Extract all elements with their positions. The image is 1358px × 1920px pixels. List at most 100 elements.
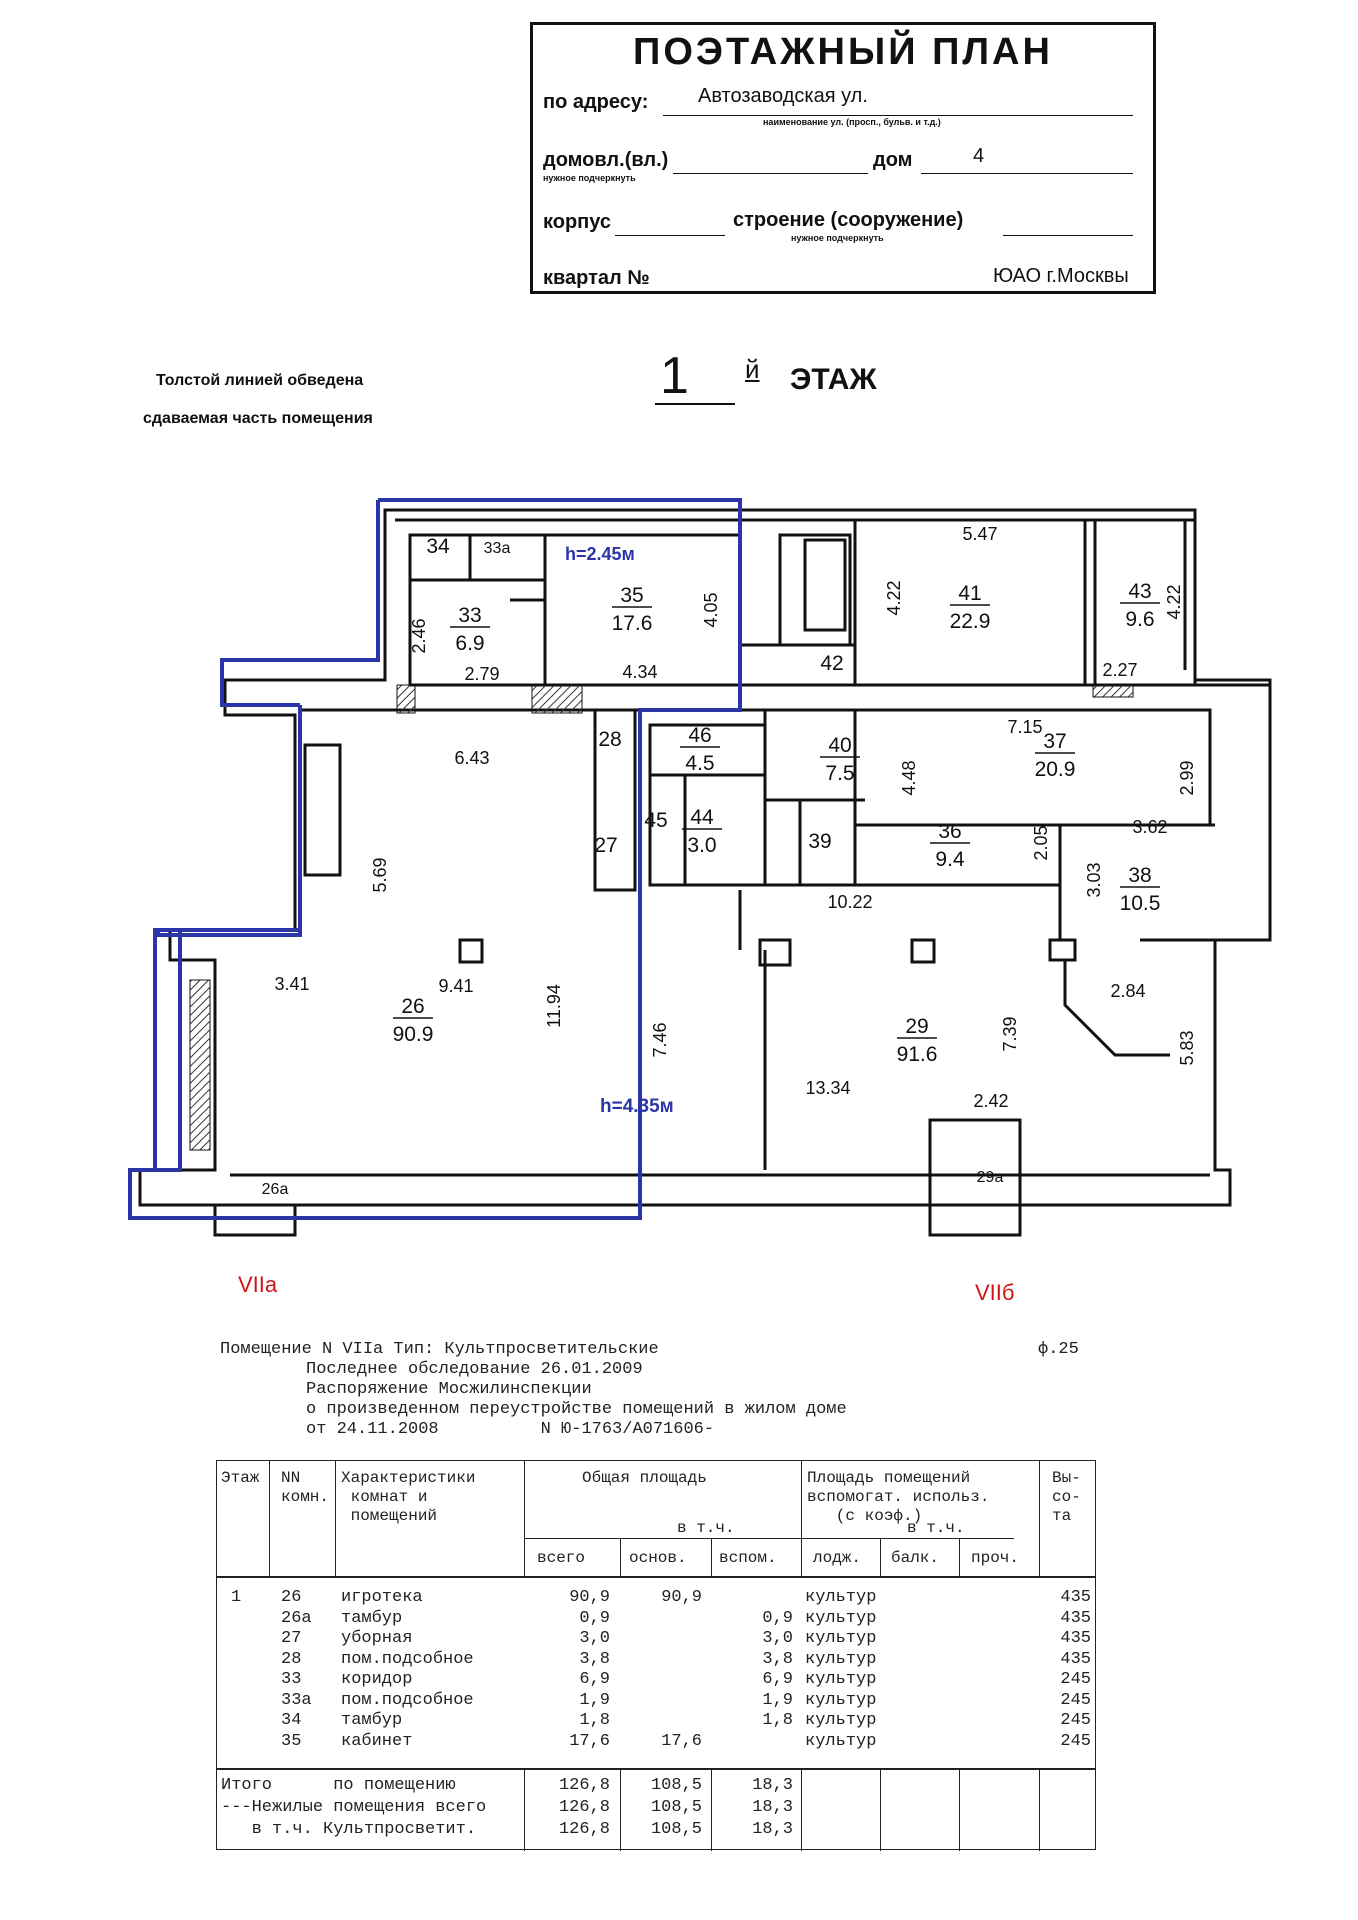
floor-suffix: й <box>745 354 760 384</box>
table-cell-h: 435 <box>1060 1649 1091 1669</box>
room-number-29а: 29а <box>977 1169 1004 1186</box>
dimension-label: 3.62 <box>1132 817 1167 837</box>
address-underline <box>663 91 1133 116</box>
info-line-4: о произведенном переустройстве помещений… <box>306 1400 847 1419</box>
table-cell-aux: 1,8 <box>762 1711 793 1730</box>
table-cell-desc: пом.подсобное <box>341 1690 474 1710</box>
table-cell-desc: уборная <box>341 1629 413 1648</box>
th-floor: Этаж <box>221 1469 260 1487</box>
section-label-a: VIIa <box>238 1272 278 1297</box>
th-main: основ. <box>629 1549 687 1567</box>
vline <box>620 1538 621 1576</box>
stroenie-underline <box>1003 211 1133 236</box>
dimension-label: 2.27 <box>1102 660 1137 680</box>
dimension-label: 4.22 <box>884 580 904 615</box>
totals-cell-main: 108,5 <box>650 1798 702 1817</box>
table-cell-total: 3,8 <box>579 1649 610 1669</box>
room-area-36: 9.4 <box>935 848 965 871</box>
table-cell-h: 245 <box>1060 1711 1091 1730</box>
th-balcony: балк. <box>891 1549 940 1567</box>
th-total-area: Общая площадь <box>582 1469 707 1487</box>
stroenie-hint: нужное подчеркнуть <box>791 233 884 243</box>
table-cell-total: 3,0 <box>579 1629 610 1648</box>
table-cell-use: культур <box>805 1690 877 1710</box>
korpus-underline <box>615 211 725 236</box>
th-other: проч. <box>971 1549 1020 1567</box>
table-cell-aux: 6,9 <box>762 1670 793 1689</box>
floor-number: 1 <box>660 347 689 405</box>
table-cell-aux: 1,9 <box>762 1690 793 1710</box>
vline <box>1039 1461 1040 1576</box>
vline <box>620 1768 621 1851</box>
note-line-1: Толстой линией обведена <box>156 372 364 389</box>
table-cell-desc: тамбур <box>341 1711 403 1730</box>
table-cell-main: 90,9 <box>661 1588 702 1607</box>
dimension-label: 4.48 <box>899 760 919 795</box>
table-cell-h: 435 <box>1060 1608 1091 1628</box>
room-number-37: 37 <box>1043 730 1066 753</box>
table-cell-use: культур <box>805 1588 877 1607</box>
room-number-26: 26 <box>401 995 424 1018</box>
table-cell-h: 245 <box>1060 1670 1091 1689</box>
room-area-41: 22.9 <box>950 610 991 633</box>
room-area-43: 9.6 <box>1125 608 1154 631</box>
table-cell-use: культур <box>805 1608 877 1628</box>
dimension-label: 11.94 <box>544 984 564 1028</box>
table-floor-value: 1 <box>231 1588 242 1607</box>
table-cell-h: 245 <box>1060 1731 1091 1751</box>
table-cell-desc: коридор <box>341 1670 413 1689</box>
dom-underline <box>921 149 1133 174</box>
vline <box>1039 1768 1040 1851</box>
table-cell-total: 1,8 <box>579 1711 610 1730</box>
table-cell-total: 90,9 <box>569 1588 610 1607</box>
table-cell-num: 28 <box>281 1649 302 1669</box>
dimension-label: 10.22 <box>827 892 872 912</box>
room-number-42: 42 <box>820 652 843 675</box>
dimension-label: 7.46 <box>650 1022 670 1057</box>
totals-cell-total: 126,8 <box>558 1798 610 1817</box>
section-label-b: VIIб <box>975 1280 1015 1305</box>
totals-cell-aux: 18,3 <box>752 1798 793 1817</box>
vline <box>524 1768 525 1851</box>
plan-header-box: ПОЭТАЖНЫЙ ПЛАН по адресу: Автозаводская … <box>530 22 1156 294</box>
room-area-29: 91.6 <box>897 1043 938 1066</box>
dimension-label: 2.79 <box>464 664 499 684</box>
table-header-divider <box>217 1576 1095 1578</box>
dimension-label: 5.83 <box>1177 1030 1197 1065</box>
table-subheader-line <box>524 1538 1014 1539</box>
room-number-29: 29 <box>905 1015 928 1038</box>
vline <box>801 1461 802 1576</box>
room-number-39: 39 <box>808 830 831 853</box>
dimension-label: 3.03 <box>1084 862 1104 897</box>
dom-label: дом <box>873 149 913 171</box>
totals-cell-label: Итого по помещению <box>221 1776 456 1795</box>
table-cell-desc: кабинет <box>341 1731 413 1751</box>
height-upper-label: h=2.45м <box>565 544 635 564</box>
table-cell-num: 35 <box>281 1731 302 1751</box>
table-cell-main: 17,6 <box>661 1731 702 1751</box>
dimension-label: 3.41 <box>274 974 309 994</box>
th-aux-area: Площадь помещений вспомогат. использ. (с… <box>807 1469 990 1525</box>
korpus-label: корпус <box>543 211 612 233</box>
room-area-35: 17.6 <box>612 612 653 635</box>
dimension-label: 2.42 <box>973 1091 1008 1111</box>
floor-word: ЭТАЖ <box>790 363 877 396</box>
info-line-3: Распоряжение Мосжилинспекции <box>306 1380 592 1399</box>
room-number-26а: 26а <box>262 1181 289 1198</box>
table-cell-total: 6,9 <box>579 1670 610 1689</box>
totals-cell-total: 126,8 <box>558 1776 610 1795</box>
table-cell-desc: тамбур <box>341 1608 403 1628</box>
vline <box>335 1461 336 1576</box>
dimension-label: 7.15 <box>1007 717 1042 737</box>
vline <box>269 1461 270 1576</box>
vline <box>524 1461 525 1576</box>
table-cell-num: 33а <box>281 1690 312 1710</box>
room-area-33: 6.9 <box>455 632 484 655</box>
room-area-26: 90.9 <box>393 1023 434 1046</box>
address-value: Автозаводская ул. <box>698 85 868 107</box>
domovl-underline <box>673 149 868 174</box>
th-incl-1: в т.ч. <box>677 1519 735 1537</box>
table-cell-aux: 3,8 <box>762 1649 793 1669</box>
